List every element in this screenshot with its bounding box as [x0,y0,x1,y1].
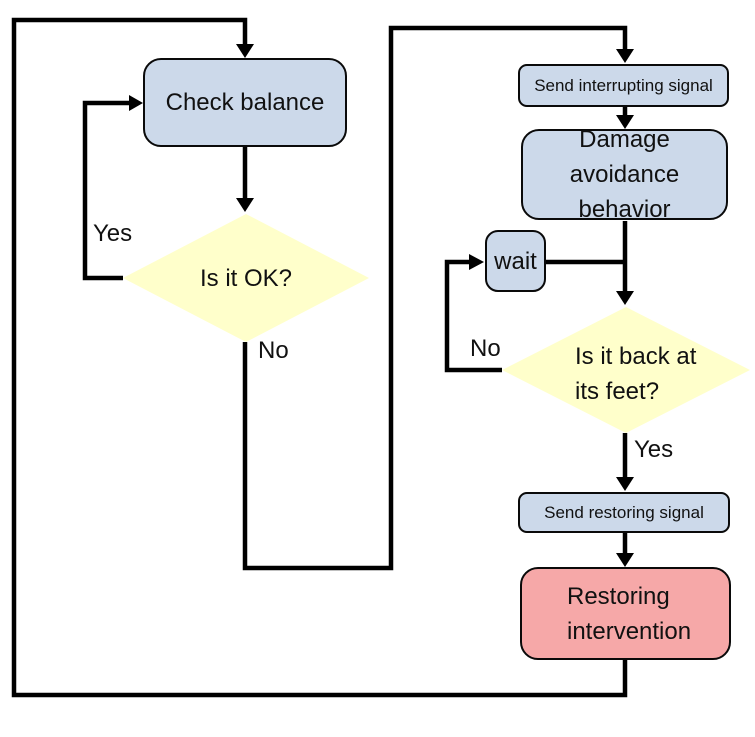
node-restoring-intervention: Restoring intervention [520,567,731,660]
node-send-interrupting-signal: Send interrupting signal [518,64,729,107]
edge-check-to-decision [236,147,254,212]
node-restoring-intervention-line1: Restoring [567,582,670,610]
edge-label-back-yes: Yes [634,436,674,463]
edge-label-back-no: No [470,335,501,362]
node-restoring-intervention-line2: intervention [567,617,692,645]
node-damage-avoidance-behavior: Damage avoidance behavior [521,126,728,223]
node-check-balance-label: Check balance [165,89,325,116]
edge-check-no-path [242,25,634,571]
edge-label-check-no: No [258,337,289,364]
node-send-restoring-signal-label: Send restoring signal [544,502,704,522]
edge-signal-to-intervention [616,533,634,567]
edge-check-yes-loop [82,95,143,281]
edge-signal-to-behavior [616,107,634,129]
node-check-balance: Check balance [143,58,347,147]
node-is-it-back-line1: Is it back at [575,343,697,370]
edge-restart-loop [11,17,628,698]
node-send-restoring-signal: Send restoring signal [518,492,730,533]
edge-behavior-to-decision [616,221,634,305]
node-wait-label: wait [494,247,537,275]
edge-label-check-yes: Yes [93,220,133,247]
node-is-it-back-line2: its feet? [575,378,660,405]
node-damage-avoidance-line1: Damage avoidance [569,126,680,188]
edge-back-no-loop [444,254,502,373]
node-damage-avoidance-line2: behavior [578,196,671,223]
node-send-interrupting-signal-label: Send interrupting signal [534,75,713,95]
node-is-it-ok-label: Is it OK? [199,264,293,292]
node-wait: wait [485,230,546,292]
edge-back-yes [616,433,634,491]
